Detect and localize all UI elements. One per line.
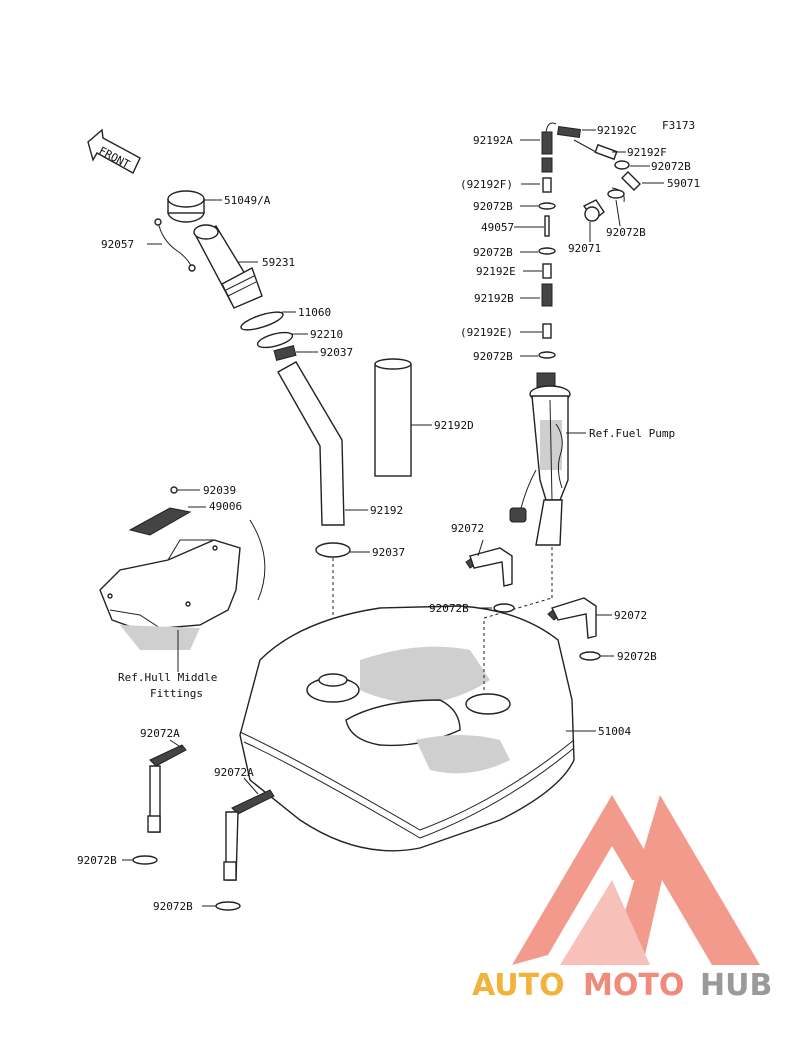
label-band-right-upper: 92072	[451, 522, 484, 535]
label-tube-b: 92192B	[474, 292, 514, 305]
screw	[170, 486, 178, 494]
filler-hose	[277, 361, 345, 526]
band-right-upper	[465, 547, 513, 587]
front-arrow: FRONT	[87, 128, 141, 174]
label-valve: 59071	[667, 177, 700, 190]
label-screw: 92039	[203, 484, 236, 497]
label-clip-col-1: 92072B	[473, 200, 513, 213]
ring-nut	[256, 331, 294, 349]
label-tube-e-paren: (92192E)	[460, 326, 513, 339]
label-gasket: 11060	[298, 306, 331, 319]
figure-code: F3173	[662, 119, 695, 132]
label-upper-clamp: 92037	[320, 346, 353, 359]
breather-branch	[556, 125, 641, 222]
label-clip-right-2: 92072B	[606, 226, 646, 239]
hull-ref-line1: Ref.Hull Middle	[118, 671, 217, 684]
fuel-pump	[509, 372, 571, 546]
gasket	[240, 311, 284, 331]
watermark-part1: AUTO	[472, 968, 565, 1003]
label-clip-right-upper: 92072B	[429, 602, 469, 615]
label-fuel-pump-ref: Ref.Fuel Pump	[589, 427, 675, 440]
lower-clamp	[315, 542, 351, 558]
label-lower-clamp: 92037	[372, 546, 405, 559]
protective-sleeve	[374, 358, 412, 477]
label-strap-cord: 92057	[101, 238, 134, 251]
band-left-2	[223, 789, 275, 881]
label-fuel-cap: 51049/A	[224, 194, 271, 207]
label-tube-e: 92192E	[476, 265, 516, 278]
clip-right-lower	[579, 651, 601, 661]
label-clip-left-2: 92072B	[153, 900, 193, 913]
strap-cord	[157, 221, 193, 269]
label-clip-right-lower: 92072B	[617, 650, 657, 663]
label-grommet: 49006	[209, 500, 242, 513]
watermark-part3: HUB	[700, 968, 772, 1003]
label-band-right-lower: 92072	[614, 609, 647, 622]
label-filler-hose: 92192	[370, 504, 403, 517]
clip-left-2	[215, 901, 241, 911]
grommet	[128, 507, 192, 536]
clip-right-upper	[493, 603, 515, 613]
label-protective-sleeve: 92192D	[434, 419, 474, 432]
hull-ref-line2: Fittings	[150, 687, 203, 700]
label-filter: 92071	[568, 242, 601, 255]
label-tube-f-paren: (92192F)	[460, 178, 513, 191]
watermark-text: AUTO MOTO HUB	[472, 968, 772, 1003]
label-band-left-1: 92072A	[140, 727, 180, 740]
label-fuel-tank: 51004	[598, 725, 631, 738]
upper-clamp	[273, 344, 297, 362]
label-tube-a: 92192A	[473, 134, 513, 147]
band-left-1	[147, 744, 187, 833]
fuel-tank	[239, 605, 575, 852]
watermark-part2: MOTO	[583, 968, 684, 1003]
label-clip-col-3: 92072B	[473, 350, 513, 363]
hull-middle-fittings	[99, 519, 266, 650]
label-clip-top-right: 92072B	[651, 160, 691, 173]
band-right-lower	[547, 597, 597, 639]
watermark-logo	[512, 795, 760, 965]
label-filler-neck: 59231	[262, 256, 295, 269]
breather-column	[538, 122, 557, 359]
clip-left-1	[132, 855, 158, 865]
fuel-cap	[167, 190, 205, 223]
label-band-left-2: 92072A	[214, 766, 254, 779]
filler-neck	[193, 224, 263, 309]
label-clip-left-1: 92072B	[77, 854, 117, 867]
label-ring-nut: 92210	[310, 328, 343, 341]
label-tube-f: 92192F	[627, 146, 667, 159]
label-tube-c: 92192C	[597, 124, 637, 137]
label-check-valve: 49057	[481, 221, 514, 234]
label-clip-col-2: 92072B	[473, 246, 513, 259]
